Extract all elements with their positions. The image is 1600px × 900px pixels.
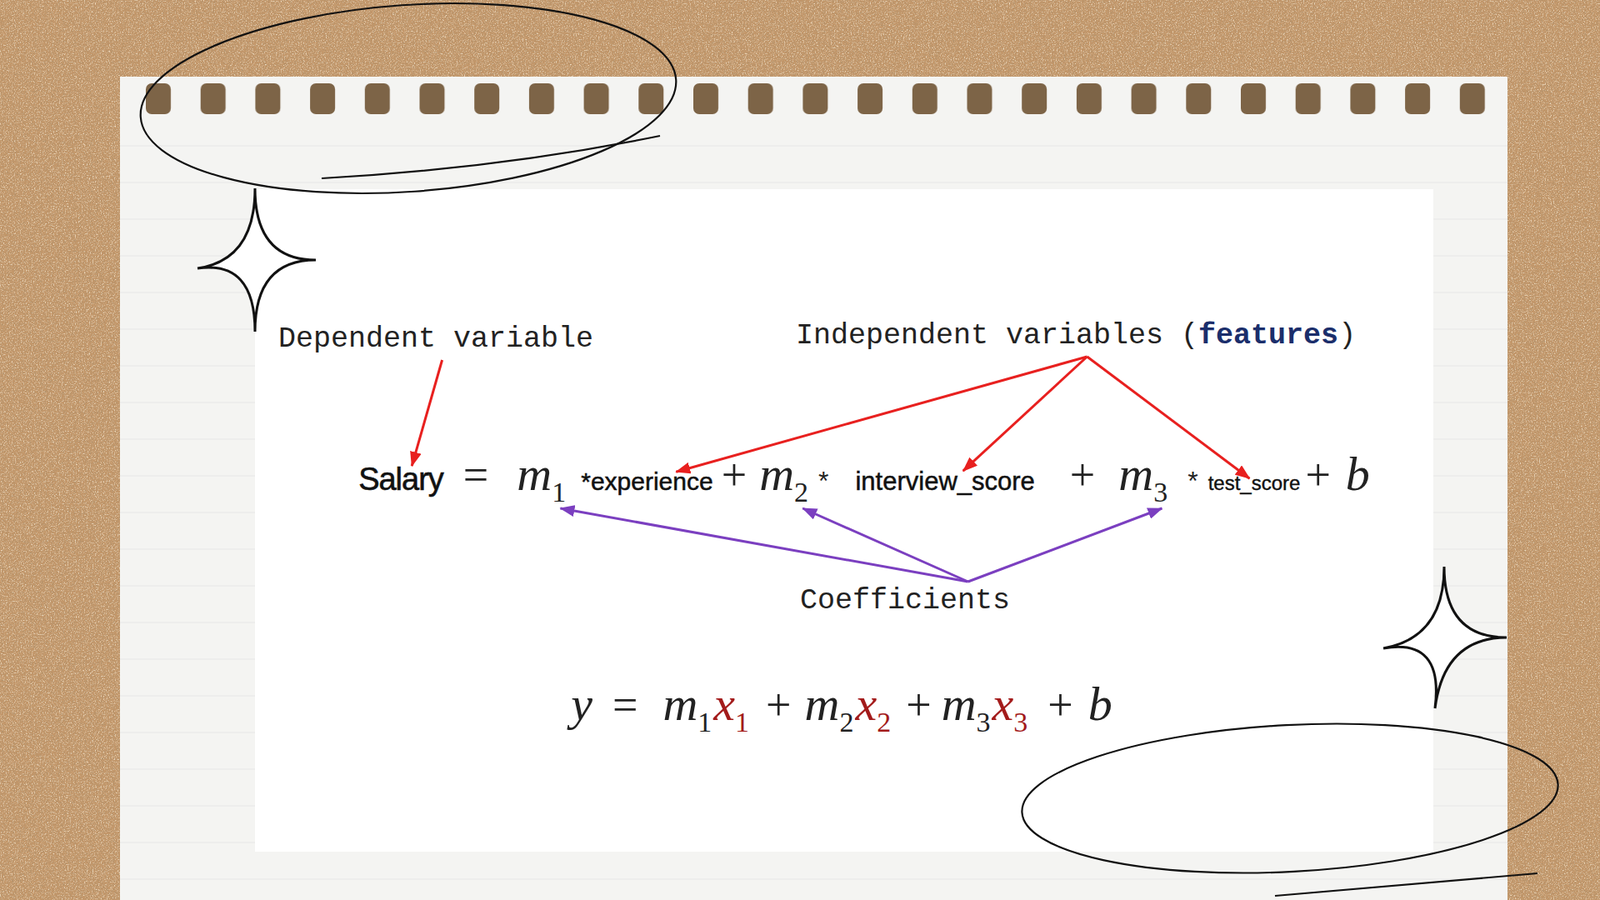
operator: * [818,465,829,497]
coefficient: m [759,445,795,504]
coefficient: m [805,675,840,734]
equation-row: Salary=m1*experience+m2*interview_score+… [358,445,1370,504]
subscript: 2 [794,475,809,510]
feature-symbol: x [713,675,735,734]
notebook-paper [120,76,1508,900]
leader-arrow [963,356,1088,471]
leader-arrow [802,508,968,582]
dependent-term: Salary [358,460,444,500]
subscript: 1 [697,705,712,740]
subscript: 2 [839,705,854,740]
feature-symbol: x [855,675,877,734]
equation-row: y=m1x1+m2x2+m3x3+b [570,675,1113,734]
intercept: b [1345,445,1370,504]
operator: + [1047,678,1073,733]
sparkle-star [1383,566,1507,709]
subscript: 3 [976,705,991,740]
callout-text: Independent variables ( [795,318,1199,354]
operator: + [1070,448,1095,503]
callout-label: Dependent variable [278,321,594,357]
callout-keyword: features [1198,318,1339,354]
operator: + [721,448,747,503]
feature-symbol: x [992,675,1015,734]
subscript: 3 [1153,475,1168,510]
operator: = [463,448,489,503]
subscript: 3 [1013,705,1028,740]
scribble-stroke [1275,873,1538,896]
operator: = [612,678,638,733]
subscript: 1 [735,705,750,740]
coefficient: m [941,675,977,734]
callout-label: Independent variables (features) [795,318,1356,354]
operator: + [905,678,931,733]
scribble-ellipse [1018,710,1562,885]
inner-panel [255,189,1434,852]
operator: * [1187,465,1198,497]
operator: + [765,678,791,733]
callout-text: Dependent variable [278,321,594,357]
subscript: 1 [551,475,566,510]
feature-term: test_score [1208,471,1301,496]
scribble-ellipse [134,0,683,210]
leader-arrow [411,360,442,466]
coefficient: m [1118,445,1154,504]
callout-label: Coefficients [800,583,1010,619]
leader-arrow [560,508,968,582]
intercept: b [1088,675,1113,734]
operator: + [1305,448,1330,503]
callout-text: Coefficients [800,583,1010,619]
subscript: 2 [876,705,891,740]
leader-arrow [1087,356,1250,479]
callout-text: ) [1338,318,1356,354]
feature-term: interview_score [855,465,1035,497]
coefficient: m [516,445,552,504]
sparkle-star [197,188,316,332]
dependent-symbol: y [570,675,593,734]
coefficient: m [662,675,698,734]
feature-term: *experience [580,466,713,497]
scribble-stroke [321,135,660,179]
spiral-holes [145,83,1488,115]
leader-arrow [968,508,1163,582]
